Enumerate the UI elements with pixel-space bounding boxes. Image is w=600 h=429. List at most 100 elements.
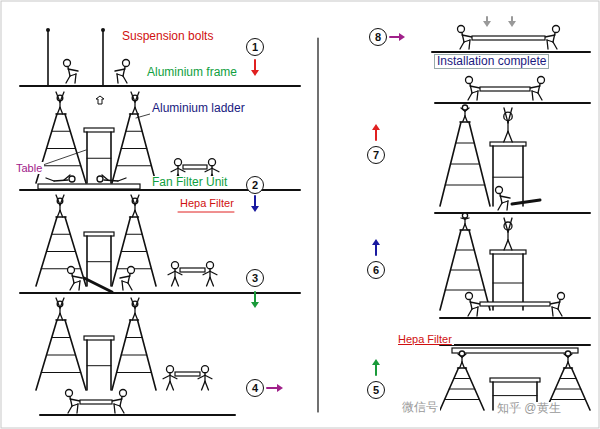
stroke [70,74,76,76]
stroke [435,102,590,104]
stroke [552,307,553,316]
stroke [504,108,508,123]
stroke [60,195,64,205]
stroke [175,277,178,286]
stroke [72,404,78,406]
stroke [126,337,142,338]
stroke [522,146,524,206]
stroke [66,76,70,83]
stroke [445,290,485,291]
stroke [465,116,467,122]
table-top [490,142,526,146]
stroke [449,389,475,390]
stroke [210,271,217,274]
part-name: Hepa Filter [396,333,454,345]
stroke [502,201,508,203]
step-number: 4 [246,379,264,397]
head [201,366,208,373]
stroke [472,307,478,309]
stroke [87,261,111,262]
stroke [461,108,465,111]
step-number-text: 3 [252,273,258,284]
stroke [123,76,127,83]
stroke [504,240,508,250]
stroke [211,166,212,175]
stroke [552,307,558,309]
stroke [163,375,170,378]
panel [480,302,550,306]
stroke [451,270,480,271]
stroke [498,203,502,210]
stroke [77,404,78,413]
stroke [317,38,318,412]
stroke [131,298,135,308]
stroke [462,33,464,42]
stroke [60,298,64,308]
stroke [68,67,70,76]
step-number: 7 [367,146,385,164]
stroke [512,200,540,204]
stroke [451,164,480,165]
stroke [120,406,124,413]
stroke [86,340,88,390]
head [97,176,103,182]
stroke [477,307,478,316]
stroke [120,276,130,278]
stroke [121,251,147,252]
stroke [493,283,523,284]
stroke [117,74,123,76]
stroke [131,92,135,102]
stroke [56,92,60,102]
head [128,267,135,274]
stroke [538,84,540,93]
stroke [470,84,472,93]
table-top [84,336,114,340]
stroke [20,85,300,87]
stroke [112,399,122,401]
stroke [445,399,480,400]
stroke [47,355,76,356]
stroke [564,367,573,369]
step-number: 5 [367,381,385,399]
stroke [558,309,562,316]
stroke [493,395,537,396]
stroke [126,234,142,235]
watermark: 知乎 @黄生 [495,402,563,415]
step-number-text: 4 [252,383,258,394]
stroke [135,210,138,217]
stroke [70,397,72,406]
stroke [568,354,572,357]
stroke [20,292,300,294]
stroke [68,69,78,71]
stroke [209,269,210,278]
stroke [135,92,139,102]
step-number: 8 [369,28,387,46]
step-number: 6 [367,261,385,279]
table-top [490,378,540,382]
stroke [120,397,122,406]
stroke [460,121,470,123]
stroke [205,381,208,390]
head [120,390,127,397]
stroke [74,281,80,283]
stroke [212,168,219,171]
stroke [463,224,465,230]
stroke [64,175,70,180]
step-arrow [372,359,380,365]
stroke [56,195,60,205]
stroke [508,131,512,142]
stroke [568,362,570,368]
panel [183,165,207,169]
stroke [84,278,112,292]
step-arrow [372,239,380,245]
stroke [117,74,118,83]
stroke [170,381,173,390]
stroke [458,367,467,369]
stroke [54,180,68,181]
stroke [114,404,120,406]
stroke [132,210,135,217]
part-name: Hepa Filter [178,197,236,209]
panel [452,348,578,353]
stroke [121,355,147,356]
